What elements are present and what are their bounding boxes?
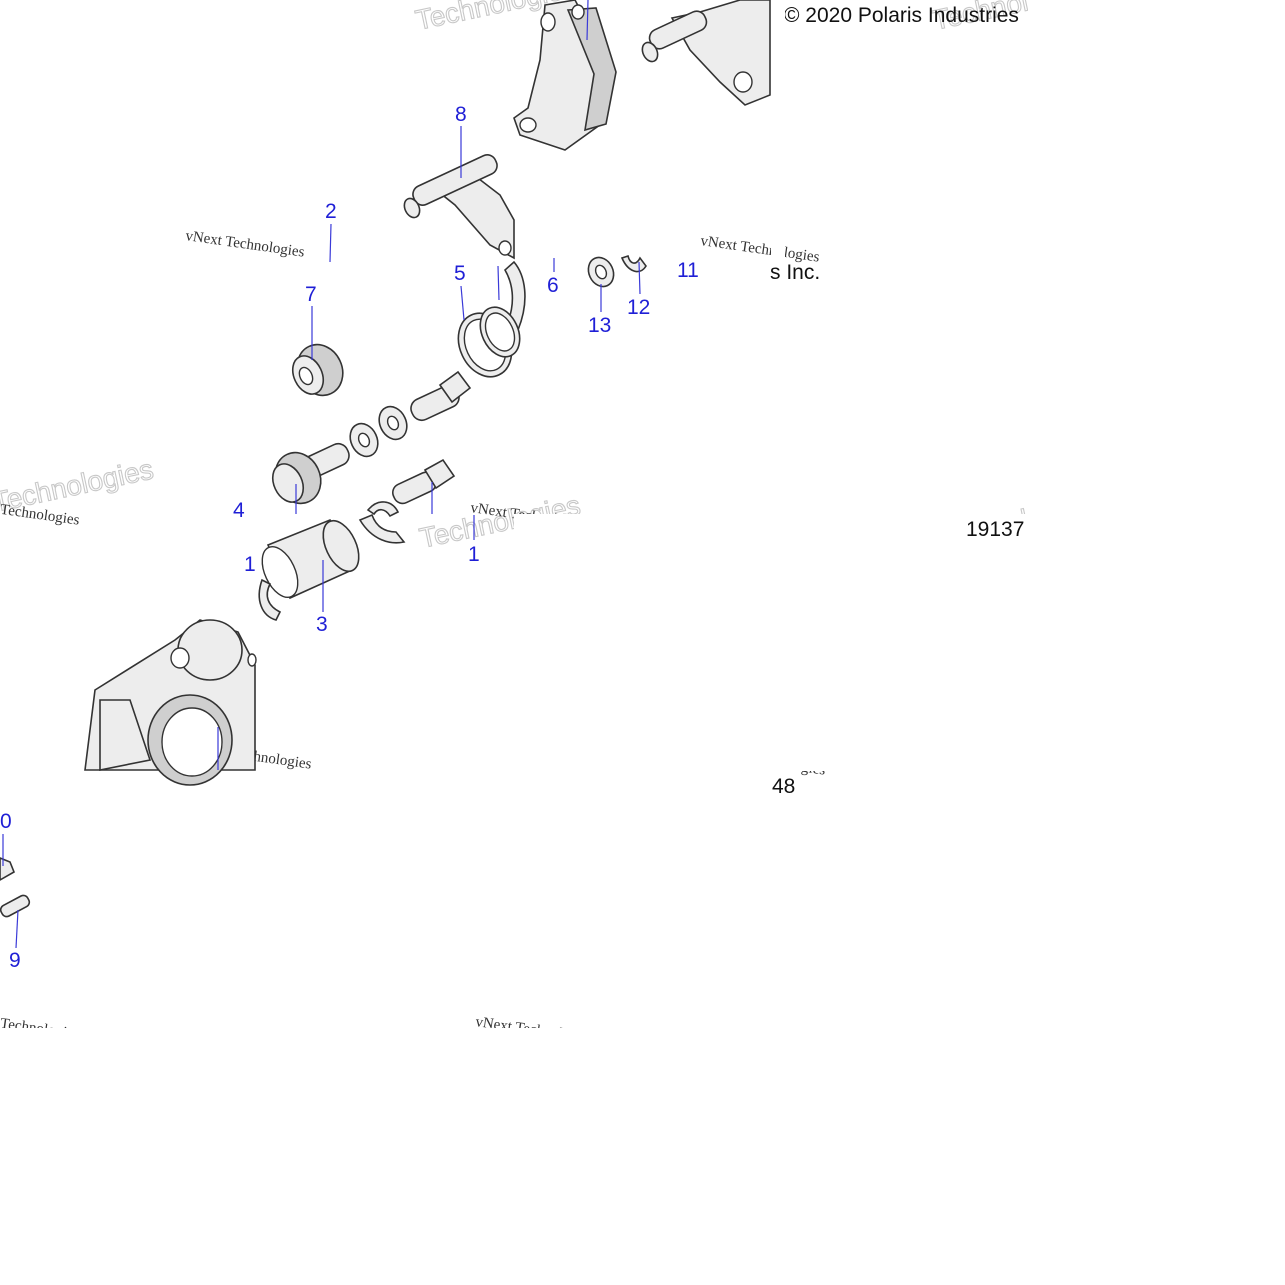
diagram-number: 19137 [966, 518, 1024, 541]
callout-11: 11 [677, 259, 699, 282]
copyright-fragment: s Inc. [770, 261, 820, 284]
callout-7: 7 [305, 283, 317, 306]
callout-13: 13 [588, 314, 611, 337]
dust-boot [291, 343, 344, 397]
callout-4: 4 [233, 499, 245, 522]
callout-9: 9 [9, 949, 21, 972]
washer-middle [349, 405, 408, 458]
callout-12: 12 [627, 296, 650, 319]
notes-layer-top: 19137 [966, 518, 1024, 541]
callout-1: 1 [468, 543, 480, 566]
watermark-serif: vNext Technologies [184, 228, 305, 261]
callout-5: 5 [454, 262, 466, 285]
caliper-bracket-top [641, 0, 771, 106]
washers [587, 254, 647, 288]
callout-3: 3 [316, 613, 328, 636]
leader-lines [2, 0, 641, 949]
callout-6: 6 [547, 274, 559, 297]
page-number: 48 [772, 775, 795, 798]
seal-rings [457, 306, 521, 378]
copyright-text: © 2020 Polaris Industries [784, 4, 1019, 27]
bleeder-screw [0, 857, 31, 918]
caliper-body [84, 619, 257, 786]
callout-0: 0 [0, 810, 12, 833]
brake-pad-pair [513, 0, 617, 151]
square-seal [258, 578, 282, 621]
callout-2: 2 [325, 200, 337, 223]
callout-1: 1 [244, 553, 256, 576]
callout-layer: 8 2 7 5 6 11 12 13 4 1 1 3 0 9 [0, 103, 699, 972]
bolt-upper [410, 370, 472, 422]
piston [261, 518, 360, 600]
callout-8: 8 [455, 103, 467, 126]
slide-pin [271, 442, 350, 505]
pin-bracket [403, 154, 515, 260]
bolt-lower [358, 458, 456, 544]
